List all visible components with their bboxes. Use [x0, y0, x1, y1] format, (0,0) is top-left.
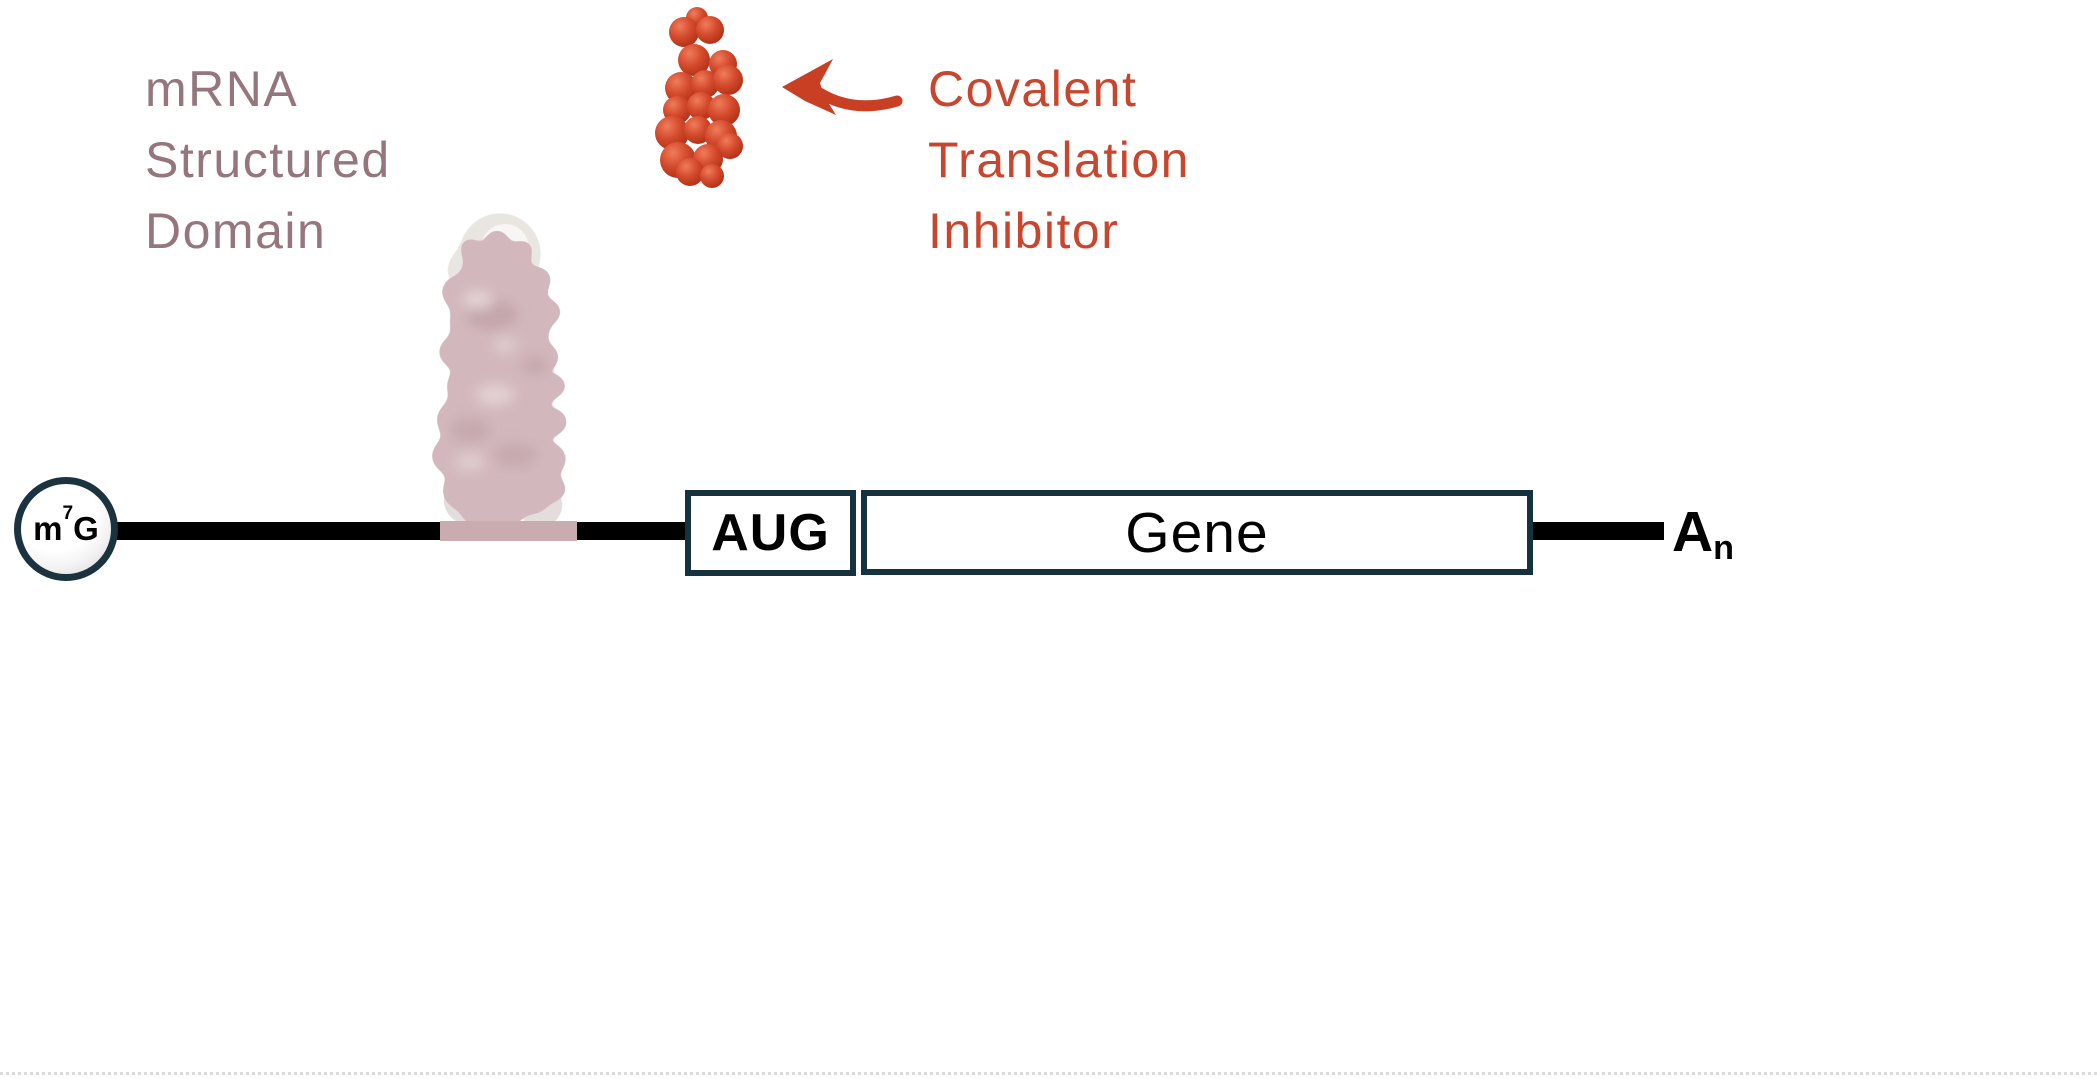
structured-domain-label-line1: mRNA — [145, 61, 299, 117]
m7g-superscript: 7 — [62, 503, 74, 525]
mrna-line-3utr — [1533, 522, 1664, 540]
mrna-structure-graphic — [432, 214, 567, 527]
structured-domain-label-line3: Domain — [145, 203, 327, 259]
gene-label: Gene — [1125, 500, 1269, 565]
mrna-line-5utr-left — [110, 522, 440, 540]
covalent-inhibitor-label: Covalent Translation Inhibitor — [928, 54, 1190, 267]
red-arrow-icon — [782, 59, 903, 115]
covalent-inhibitor-label-line1: Covalent — [928, 61, 1138, 117]
structured-domain-label-line2: Structured — [145, 132, 391, 188]
inhibitor-molecule-graphic — [655, 7, 743, 188]
gene-box: Gene — [861, 490, 1533, 575]
aug-label: AUG — [711, 504, 830, 562]
covalent-inhibitor-label-line3: Inhibitor — [928, 203, 1120, 259]
m7g-cap-label: m7G — [33, 503, 99, 547]
mrna-line-5utr-right — [577, 522, 689, 540]
polya-subscript: n — [1713, 528, 1735, 567]
aug-box: AUG — [685, 490, 856, 576]
covalent-inhibitor-label-line2: Translation — [928, 132, 1190, 188]
bottom-dotted-divider — [0, 1072, 2097, 1075]
polya-label: An — [1672, 500, 1735, 567]
m7g-cap-badge: m7G — [14, 477, 118, 581]
structured-domain-segment — [440, 521, 577, 541]
structured-domain-label: mRNA Structured Domain — [145, 54, 391, 267]
